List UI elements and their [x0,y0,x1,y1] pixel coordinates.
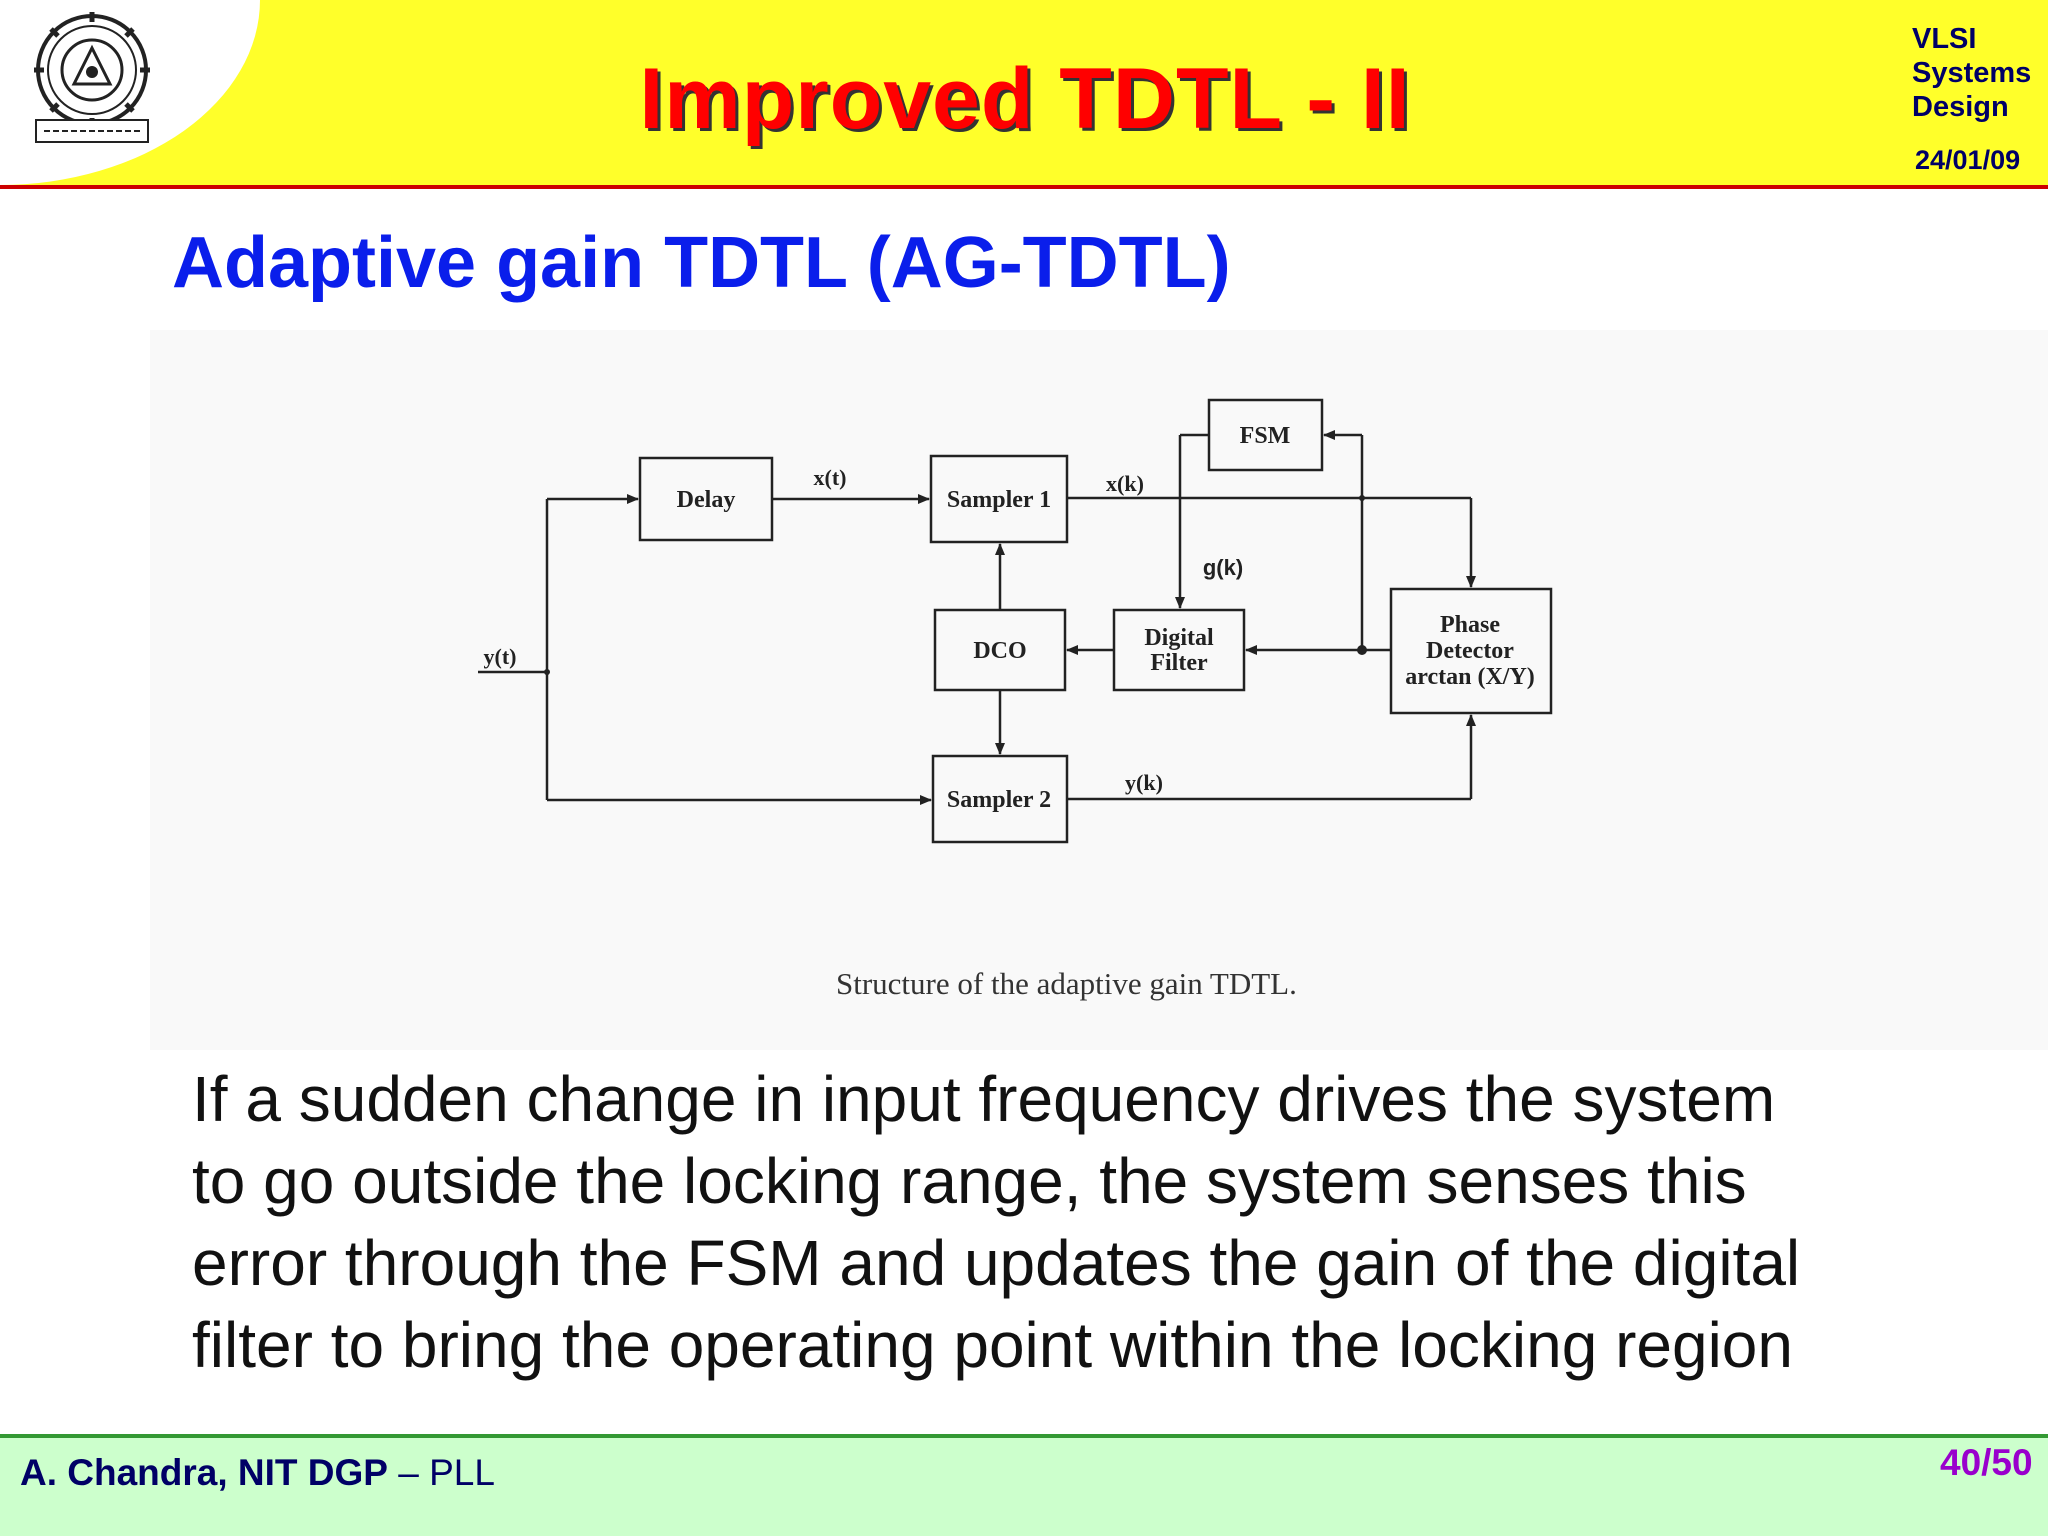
slide-subtitle: Adaptive gain TDTL (AG-TDTL) [172,223,1231,303]
sampler1-label: Sampler 1 [947,487,1051,513]
dco-label: DCO [973,638,1026,664]
header-divider [0,185,2048,189]
course-line-2: Systems [1912,57,2032,89]
footer-author: A. Chandra, NIT DGP [20,1452,388,1493]
phase-detector-label-2: Detector [1426,638,1514,664]
signal-yk-label: y(k) [1125,770,1163,795]
fsm-label: FSM [1240,423,1291,449]
footer-divider [0,1434,2048,1438]
footer-bar [0,1438,2048,1536]
signal-yt-label: y(t) [484,644,517,669]
body-line-2: to go outside the locking range, the sys… [192,1145,1747,1217]
phase-detector-label-3: arctan (X/Y) [1405,664,1535,690]
page-number: 40/50 [1940,1442,2033,1483]
digital-filter-label-1: Digital [1144,625,1214,651]
signal-gk-label: g(k) [1203,555,1243,580]
footer-credit: A. Chandra, NIT DGP – PLL [20,1452,495,1494]
course-line-3: Design [1912,91,2009,123]
slide-date: 24/01/09 [1915,145,2021,175]
body-line-1: If a sudden change in input frequency dr… [192,1063,1776,1135]
body-line-4: filter to bring the operating point with… [192,1309,1793,1381]
body-paragraph: If a sudden change in input frequency dr… [192,1058,1992,1386]
diagram-caption: Structure of the adaptive gain TDTL. [836,966,1297,1001]
header-bar [0,0,2048,185]
ag-tdtl-block-diagram: Delay Sampler 1 FSM DCO Digital Filter P… [478,398,1553,844]
institute-logo-icon [34,12,150,143]
phase-detector-label-1: Phase [1440,612,1500,638]
signal-xt-label: x(t) [814,465,847,490]
diagram-area: Delay Sampler 1 FSM DCO Digital Filter P… [150,330,2048,1050]
footer-topic: PLL [429,1452,495,1493]
sampler2-label: Sampler 2 [947,787,1051,813]
footer-separator: – [387,1452,430,1493]
signal-xk-label: x(k) [1106,471,1144,496]
course-name: VLSI Systems Design [1912,22,2048,124]
delay-label: Delay [677,487,736,513]
body-line-3: error through the FSM and updates the ga… [192,1227,1801,1299]
slide-title: Improved TDTL - II [639,51,1411,147]
digital-filter-label-2: Filter [1150,650,1208,676]
course-line-1: VLSI [1912,23,1977,55]
signal-wires [478,430,1476,805]
